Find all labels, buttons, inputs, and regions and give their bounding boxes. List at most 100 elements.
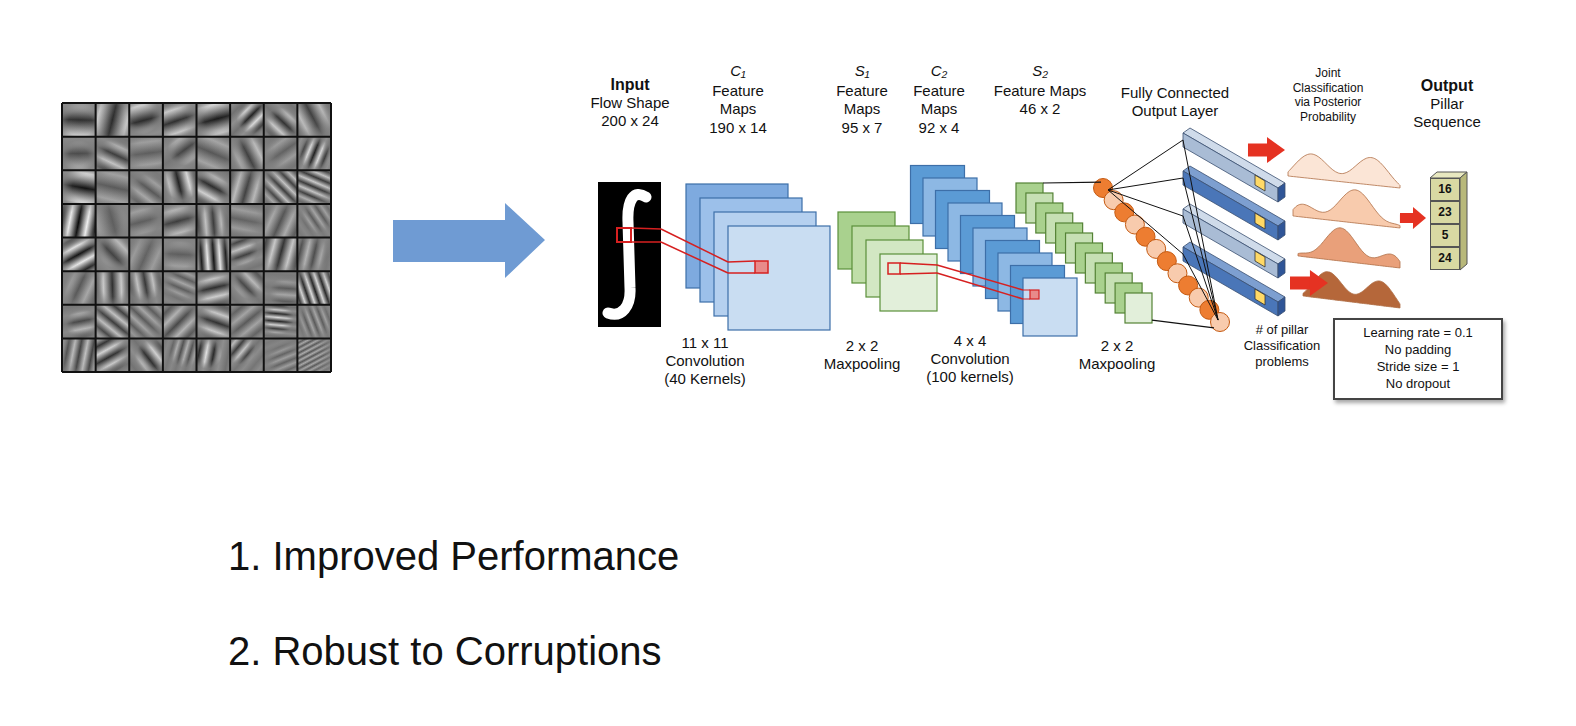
connector-line [661,229,728,273]
filter-fade [96,137,130,171]
filter-fade [197,103,231,137]
connector [1400,207,1426,229]
input-image [598,182,661,327]
connector [1043,182,1214,328]
filter-cell [297,204,331,238]
filter-cell [163,137,197,171]
filter-fade [163,271,197,305]
filter-fade [197,137,231,171]
arrow-head [1413,207,1426,229]
input-glyph [608,194,646,314]
layer-caption: Feature Maps 95 x 7 [834,82,890,137]
connector-line [1400,213,1414,223]
bar-end [1278,221,1285,240]
filter-cell [96,137,130,171]
filter-cell [129,204,163,238]
filter-fade [264,103,298,137]
filter-fade [62,338,96,372]
feature-map-front [1023,278,1077,336]
filter-fade [197,305,231,339]
filter-cell [163,103,197,137]
filter-cell [129,271,163,305]
output-cell: 24 [1430,247,1460,270]
filter-cell [163,204,197,238]
receptive-field [888,263,900,274]
filter-cell [129,170,163,204]
filter-fade [264,238,298,272]
feature-map-node: C₁Feature Maps 190 x 14 [728,226,830,330]
filter-fade [230,137,264,171]
filter-cell [297,305,331,339]
filter-fade [129,305,163,339]
filter-cell [230,238,264,272]
layer-heading: C₁ [708,62,768,80]
classifier-node: # of pillar Classification problems [1180,126,1290,318]
operation-label: 11 x 11 Convolution (40 Kernels) [655,334,755,388]
filter-fade [129,103,163,137]
filter-cell [264,238,298,272]
filter-cell [197,305,231,339]
filter-fade [264,305,298,339]
bullet-item: 2. Robust to Corruptions [228,627,662,675]
connector [1248,137,1328,296]
layer-heading: # of pillar Classification problems [1236,322,1328,370]
filter-fade [230,305,264,339]
output-cell: 23 [1430,201,1460,224]
feature-map-front [728,226,830,330]
filter-cell [163,305,197,339]
bar-end [1278,183,1285,202]
filter-cell [264,103,298,137]
layer-heading: Fully Connected Output Layer [1100,84,1250,121]
connector [937,265,1023,299]
filter-cell [297,170,331,204]
bar-end [1278,297,1285,316]
receptive-lines [1023,290,1030,299]
filter-fade [230,170,264,204]
filter-fade [230,238,264,272]
receptive-lines [728,261,755,273]
filter-cell [163,170,197,204]
bar-marker [1255,175,1265,191]
filter-fade [129,137,163,171]
filter-cell [96,204,130,238]
filter-cell [129,137,163,171]
node-text: 23 [1438,205,1451,221]
filter-fade [230,271,264,305]
filter-cell [230,103,264,137]
filter-fade [297,271,331,305]
filter-fade [96,204,130,238]
layer-caption: Flow Shape 200 x 24 [585,94,675,131]
filter-fade [197,170,231,204]
filter-cell [96,103,130,137]
big-arrow [393,203,545,278]
filter-cell [197,103,231,137]
input-node: InputFlow Shape 200 x 24 [598,182,661,327]
filter-cell [62,338,96,372]
filter-fade [297,338,331,372]
filter-fade [96,338,130,372]
c2-stack [911,166,1078,337]
layer-caption: Feature Maps 92 x 4 [911,82,967,137]
layer-heading: Input [585,75,675,95]
filter-fade [96,305,130,339]
filter-fade [163,305,197,339]
connector-line [1043,182,1214,328]
filter-fade [297,204,331,238]
filter-fade [297,137,331,171]
filter-cell [163,271,197,305]
filter-cell [129,305,163,339]
layer-heading: S₁ [834,62,890,80]
receptive-field [755,261,768,273]
c1-stack [686,184,830,330]
layer-heading: S₂ [988,62,1092,80]
filter-cell [163,238,197,272]
filter-cell [197,204,231,238]
filter-cell [129,238,163,272]
filter-cell [297,103,331,137]
filter-fade [62,305,96,339]
filter-cell [96,238,130,272]
layer-caption: Feature Maps 190 x 14 [708,82,768,137]
s1-stack [838,212,937,311]
